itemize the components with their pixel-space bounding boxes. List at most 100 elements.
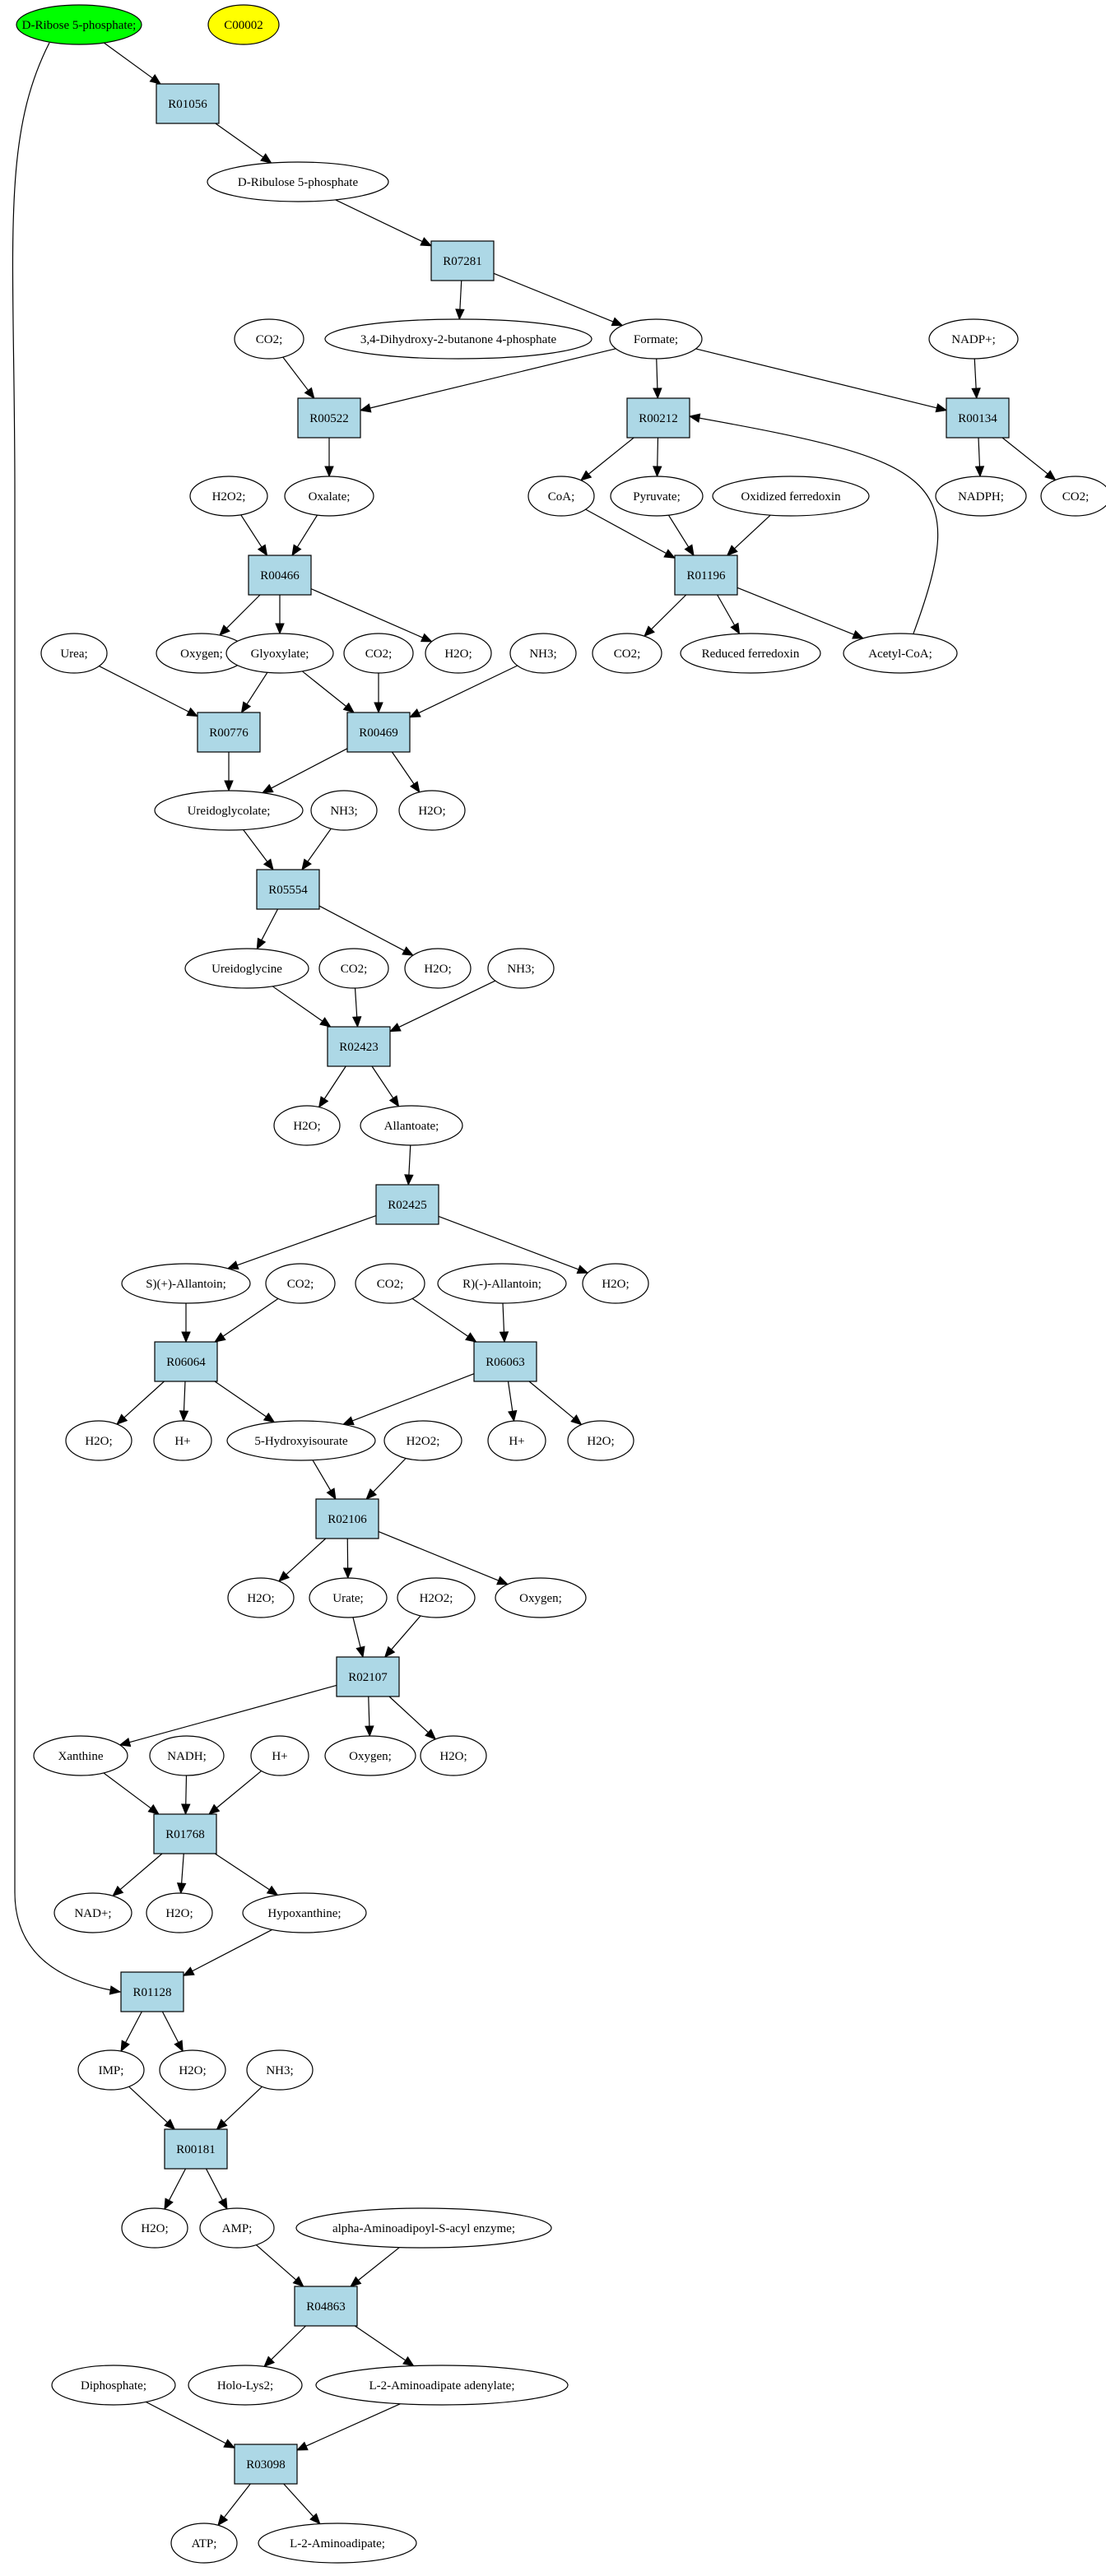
- compound-node-h2o_r02425[interactable]: H2O;: [582, 1263, 649, 1304]
- compound-label: Oxygen;: [519, 1592, 562, 1605]
- reaction-node-R06063[interactable]: R06063: [473, 1341, 537, 1382]
- compound-node-oxfd[interactable]: Oxidized ferredoxin: [712, 476, 870, 517]
- compound-node-h2o_r00469[interactable]: H2O;: [398, 790, 466, 831]
- compound-node-amp[interactable]: AMP;: [199, 2207, 275, 2249]
- compound-node-ribose5p[interactable]: D-Ribose 5-phosphate;: [16, 4, 142, 45]
- compound-node-h2o_r00181[interactable]: H2O;: [121, 2207, 188, 2249]
- compound-node-h2o_r02107[interactable]: H2O;: [420, 1735, 487, 1776]
- reaction-node-R01196[interactable]: R01196: [674, 555, 738, 596]
- compound-node-oxygen_r02107[interactable]: Oxygen;: [324, 1735, 416, 1776]
- compound-node-h2o_r06063[interactable]: H2O;: [567, 1420, 634, 1461]
- reaction-node-R00181[interactable]: R00181: [164, 2128, 228, 2170]
- compound-ellipse: [65, 1420, 132, 1461]
- compound-node-nad[interactable]: NAD+;: [53, 1892, 132, 1933]
- reaction-node-R00466[interactable]: R00466: [248, 555, 312, 596]
- compound-node-imp[interactable]: IMP;: [77, 2049, 145, 2091]
- compound-node-co2_r00134[interactable]: CO2;: [1040, 476, 1106, 517]
- arrowhead: [219, 624, 230, 636]
- compound-node-h2o_r02423[interactable]: H2O;: [273, 1105, 341, 1146]
- compound-node-nh3_r02423[interactable]: NH3;: [487, 948, 555, 989]
- reaction-node-R01128[interactable]: R01128: [120, 1971, 184, 2012]
- reaction-node-R02107[interactable]: R02107: [336, 1656, 400, 1697]
- compound-node-h2o_r02106[interactable]: H2O;: [227, 1577, 295, 1618]
- compound-node-h_r06064[interactable]: H+: [153, 1420, 212, 1461]
- compound-node-nadh[interactable]: NADH;: [149, 1735, 225, 1776]
- compound-node-co2_r06063[interactable]: CO2;: [355, 1263, 425, 1304]
- compound-node-co2_r00522[interactable]: CO2;: [234, 318, 304, 360]
- edge-line: [307, 828, 332, 862]
- compound-node-aaacyl[interactable]: alpha-Aminoadipoyl-S-acyl enzyme;: [295, 2207, 552, 2249]
- compound-node-h2o2_r02107[interactable]: H2O2;: [397, 1577, 476, 1618]
- reaction-node-R02423[interactable]: R02423: [327, 1026, 391, 1067]
- compound-node-r_allantoin[interactable]: R)(-)-Allantoin;: [437, 1263, 567, 1304]
- reaction-node-R01768[interactable]: R01768: [153, 1813, 217, 1854]
- reaction-node-R06064[interactable]: R06064: [154, 1341, 218, 1382]
- reaction-node-R07281[interactable]: R07281: [430, 240, 495, 281]
- compound-node-hypoxanthine[interactable]: Hypoxanthine;: [242, 1892, 367, 1933]
- compound-node-urate[interactable]: Urate;: [309, 1577, 388, 1618]
- compound-node-ribulose5p[interactable]: D-Ribulose 5-phosphate: [207, 161, 389, 202]
- reaction-node-R00212[interactable]: R00212: [626, 397, 690, 439]
- compound-node-oxalate[interactable]: Oxalate;: [284, 476, 374, 517]
- compound-node-ureidoglycolate[interactable]: Ureidoglycolate;: [154, 790, 304, 831]
- compound-node-co2_r01196[interactable]: CO2;: [592, 633, 662, 674]
- compound-node-h2o_r01128[interactable]: H2O;: [159, 2049, 226, 2091]
- compound-node-allantoate[interactable]: Allantoate;: [360, 1105, 463, 1146]
- reaction-node-R00776[interactable]: R00776: [197, 712, 261, 753]
- reaction-node-R03098[interactable]: R03098: [234, 2444, 298, 2485]
- compound-node-hydroxyisourate[interactable]: 5-Hydroxyisourate: [226, 1420, 376, 1461]
- edge-line: [507, 1381, 514, 1412]
- compound-node-diphosphate[interactable]: Diphosphate;: [51, 2365, 176, 2406]
- reaction-node-R00469[interactable]: R00469: [346, 712, 411, 753]
- compound-node-redfd[interactable]: Reduced ferredoxin: [680, 633, 821, 674]
- compound-node-co2_r02423[interactable]: CO2;: [318, 948, 389, 989]
- compound-node-urea[interactable]: Urea;: [40, 633, 108, 674]
- reaction-node-R02106[interactable]: R02106: [315, 1498, 379, 1539]
- compound-node-h2o_r06064[interactable]: H2O;: [65, 1420, 132, 1461]
- compound-node-l2aa[interactable]: L-2-Aminoadipate;: [258, 2523, 417, 2564]
- compound-node-ureidoglycine[interactable]: Ureidoglycine: [184, 948, 309, 989]
- edge-line: [192, 1929, 272, 1972]
- compound-node-xanthine[interactable]: Xanthine: [33, 1735, 128, 1776]
- compound-node-nh3_r05554[interactable]: NH3;: [310, 790, 378, 831]
- compound-node-h_r01768[interactable]: H+: [250, 1735, 309, 1776]
- compound-node-dhbp[interactable]: 3,4-Dihydroxy-2-butanone 4-phosphate: [324, 318, 592, 360]
- compound-node-h2o2_r00466[interactable]: H2O2;: [189, 476, 268, 517]
- compound-node-h2o_r05554[interactable]: H2O;: [404, 948, 472, 989]
- compound-node-oxygen_r02106[interactable]: Oxygen;: [495, 1577, 587, 1618]
- arrowhead: [420, 237, 433, 247]
- compound-node-h2o2_r02106[interactable]: H2O2;: [383, 1420, 462, 1461]
- compound-node-h2o_r01768[interactable]: H2O;: [146, 1892, 213, 1933]
- compound-node-h_r06063[interactable]: H+: [487, 1420, 546, 1461]
- compound-node-acetylcoa[interactable]: Acetyl-CoA;: [843, 633, 958, 674]
- compound-node-glyoxylate[interactable]: Glyoxylate;: [225, 633, 334, 674]
- reaction-box: [154, 1341, 218, 1382]
- compound-node-nadph[interactable]: NADPH;: [935, 476, 1027, 517]
- compound-label: CO2;: [341, 963, 368, 976]
- compound-node-h2o_r00466[interactable]: H2O;: [425, 633, 492, 674]
- reaction-node-R02425[interactable]: R02425: [375, 1184, 439, 1225]
- edge-R00466-to-oxygen_r00466: [219, 594, 261, 636]
- compound-node-formate[interactable]: Formate;: [609, 318, 703, 360]
- compound-node-coa[interactable]: CoA;: [527, 476, 595, 517]
- reaction-node-R00522[interactable]: R00522: [297, 397, 361, 439]
- compound-node-c00002[interactable]: C00002: [207, 4, 280, 45]
- compound-node-co2_r06064[interactable]: CO2;: [265, 1263, 336, 1304]
- compound-node-atp[interactable]: ATP;: [170, 2523, 238, 2564]
- reaction-node-R01056[interactable]: R01056: [156, 83, 220, 124]
- arrowhead: [402, 946, 415, 956]
- compound-node-l2aa_adenylate[interactable]: L-2-Aminoadipate adenylate;: [315, 2365, 569, 2406]
- reaction-box: [315, 1498, 379, 1539]
- compound-node-holo_lys2[interactable]: Holo-Lys2;: [188, 2365, 303, 2406]
- compound-label: NADPH;: [958, 490, 1004, 504]
- compound-node-nadp[interactable]: NADP+;: [928, 318, 1019, 360]
- compound-node-nh3_r00181[interactable]: NH3;: [246, 2049, 314, 2091]
- reaction-node-R05554[interactable]: R05554: [256, 869, 320, 910]
- compound-node-co2_r00469[interactable]: CO2;: [343, 633, 414, 674]
- reaction-node-R04863[interactable]: R04863: [294, 2286, 358, 2327]
- compound-node-s_allantoin[interactable]: S)(+)-Allantoin;: [121, 1263, 251, 1304]
- compound-node-nh3_r00469[interactable]: NH3;: [509, 633, 577, 674]
- reaction-node-R00134[interactable]: R00134: [946, 397, 1010, 439]
- compound-node-pyruvate[interactable]: Pyruvate;: [610, 476, 704, 517]
